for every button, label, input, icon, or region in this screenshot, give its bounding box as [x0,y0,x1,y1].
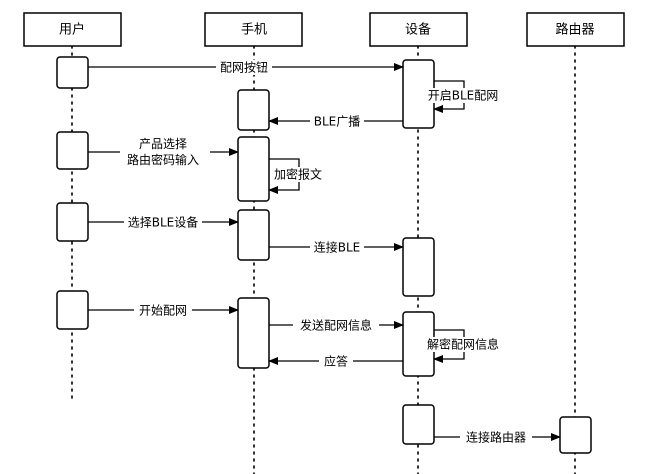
actor-user: 用户 [23,12,122,47]
message-connect-ble: 连接BLE [269,240,404,255]
message-send-config-info-label: 发送配网信息 [300,318,372,333]
activation-device-2 [402,237,435,297]
activation-user-4 [56,290,89,330]
self-message-enable-ble-config-label: 开启BLE配网 [428,89,499,103]
activation-phone-1 [237,89,270,131]
actor-router: 路由器 [526,12,625,47]
message-connect-ble-label: 连接BLE [314,240,361,255]
activation-device-4 [402,404,435,445]
actor-device: 设备 [369,12,468,47]
actor-device-label: 设备 [405,22,431,38]
activation-phone-2 [237,136,270,202]
message-ble-broadcast: BLE广播 [268,114,403,129]
activation-phone-3 [237,209,270,261]
message-ack-label: 应答 [324,354,348,369]
message-product-select-label: 产品选择 [139,137,187,151]
message-send-config-info: 发送配网信息 [269,318,404,333]
message-product-select-password: 产品选择 路由密码输入 [88,136,239,168]
message-config-button-label: 配网按钮 [220,60,268,75]
message-start-config-label: 开始配网 [139,304,187,318]
actor-phone-label: 手机 [241,23,267,38]
self-message-encrypt-packet-label: 加密报文 [274,167,322,182]
self-message-decrypt-config-info-label: 解密配网信息 [427,337,499,352]
message-ack: 应答 [268,354,403,369]
self-message-encrypt-packet: 加密报文 [268,158,326,194]
actor-router-label: 路由器 [555,22,594,38]
activation-user-1 [56,56,89,89]
self-message-decrypt-config-info: 解密配网信息 [421,329,505,363]
activation-user-3 [56,202,89,242]
activation-router-1 [559,416,592,454]
message-start-config: 开始配网 [88,303,239,318]
activation-phone-4 [237,297,270,369]
message-select-ble-device: 选择BLE设备 [88,215,239,230]
message-connect-router: 连接路由器 [434,430,561,445]
message-connect-router-label: 连接路由器 [466,430,526,445]
activation-user-2 [56,131,89,170]
actor-phone: 手机 [204,12,303,47]
message-ble-broadcast-label: BLE广播 [314,115,361,129]
message-config-button: 配网按钮 [88,60,404,75]
message-router-password-label: 路由密码输入 [127,152,199,167]
self-message-enable-ble-config: 开启BLE配网 [423,80,503,113]
message-select-ble-device-label: 选择BLE设备 [128,216,199,230]
actor-user-label: 用户 [59,22,85,38]
